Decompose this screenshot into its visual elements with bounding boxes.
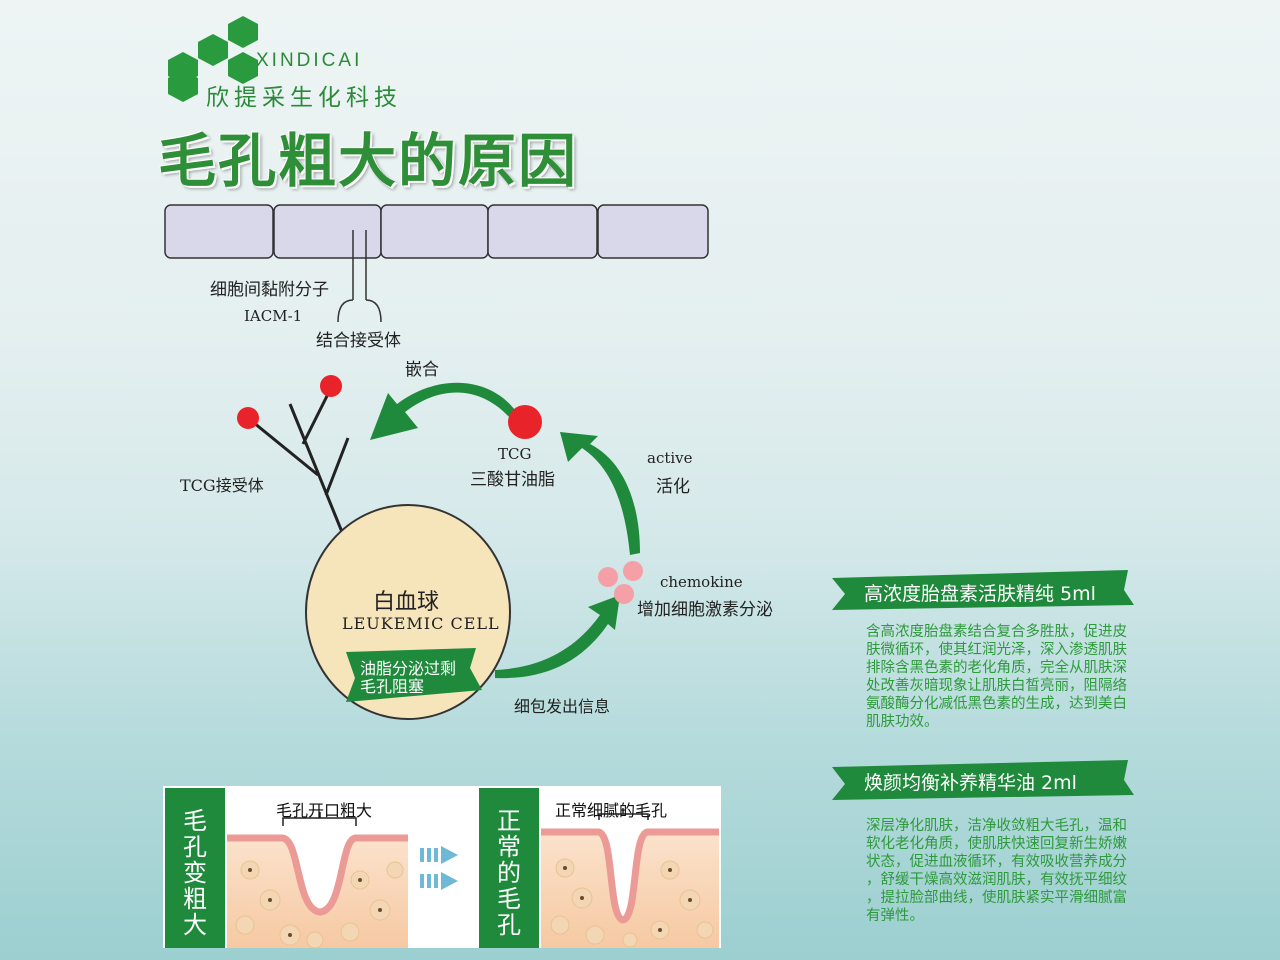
- left-side-bar: [165, 788, 225, 948]
- receptor-label: 结合接受体: [316, 331, 401, 351]
- chemokine-dot-3: [614, 584, 634, 604]
- product-ribbon-1: [832, 570, 1134, 610]
- product-2-title: 焕颜均衡补养精华油 2ml: [864, 772, 1077, 794]
- tcg-molecule: [508, 405, 542, 439]
- logo-english: XINDICAI: [256, 50, 363, 71]
- tcg-label: TCG: [498, 445, 532, 463]
- arrow-active: [560, 432, 640, 555]
- cell-box-5: [597, 204, 709, 259]
- left-vertical-title: 毛孔变粗大: [183, 807, 207, 939]
- tcg-cn-label: 三酸甘油脂: [470, 470, 555, 490]
- banner-line-2: 毛孔阻塞: [360, 677, 425, 696]
- cell-box-4: [487, 204, 598, 259]
- cell-box-1: [164, 204, 274, 259]
- chemokine-cn-label: 增加细胞激素分泌: [637, 600, 773, 620]
- tcg-dot-1: [237, 407, 259, 429]
- logo-chinese: 欣提采生化科技: [206, 85, 402, 111]
- logo-hexagons-icon: [168, 16, 258, 102]
- active-label: active: [647, 449, 693, 467]
- chemokine-dot-1: [598, 567, 618, 587]
- cell-boxes: [164, 204, 709, 259]
- chemokine-dot-2: [623, 561, 643, 581]
- signal-label: 细包发出信息: [514, 697, 611, 716]
- cell-banner: [346, 648, 482, 702]
- comparison-arrows-icon: [420, 846, 458, 890]
- arrow-embed: [370, 382, 515, 440]
- tcg-dot-2: [320, 375, 342, 397]
- left-caption: 毛孔开口粗大: [276, 801, 373, 820]
- page-title: 毛孔粗大的原因: [158, 127, 579, 195]
- tcg-receptor-branch: [247, 387, 350, 533]
- receptor-lines: [337, 230, 382, 323]
- embed-label: 嵌合: [405, 360, 439, 380]
- right-side-bar: [479, 788, 539, 948]
- enlarged-pore-illustration: [227, 812, 408, 949]
- normal-pore-illustration: [541, 808, 719, 948]
- activate-label: 活化: [656, 477, 690, 497]
- product-1-title: 高浓度胎盘素活肤精纯 5ml: [864, 583, 1096, 605]
- iacm-label: IACM-1: [244, 307, 303, 325]
- product-1-desc: 含高浓度胎盘素结合复合多胜肽，促进皮 肤微循环，使其红润光泽，深入渗透肌肤 排除…: [866, 624, 1127, 730]
- adhesion-label: 细胞间黏附分子: [210, 280, 329, 300]
- right-vertical-title: 正常的毛孔: [497, 807, 521, 939]
- product-2-desc: 深层净化肌肤，洁净收敛粗大毛孔，温和 软化老化角质，使肌肤快速回复新生娇嫩 状态…: [866, 818, 1127, 924]
- banner-line-1: 油脂分泌过剩: [360, 659, 457, 678]
- chemokine-label: chemokine: [660, 573, 743, 591]
- tcg-receptor-label: TCG接受体: [180, 476, 264, 495]
- cell-cn-label: 白血球: [373, 590, 440, 615]
- cell-en-label: LEUKEMIC CELL: [342, 614, 500, 633]
- product-ribbon-2: [832, 760, 1134, 800]
- arrow-signal: [495, 595, 620, 679]
- right-caption: 正常细腻的毛孔: [555, 801, 668, 820]
